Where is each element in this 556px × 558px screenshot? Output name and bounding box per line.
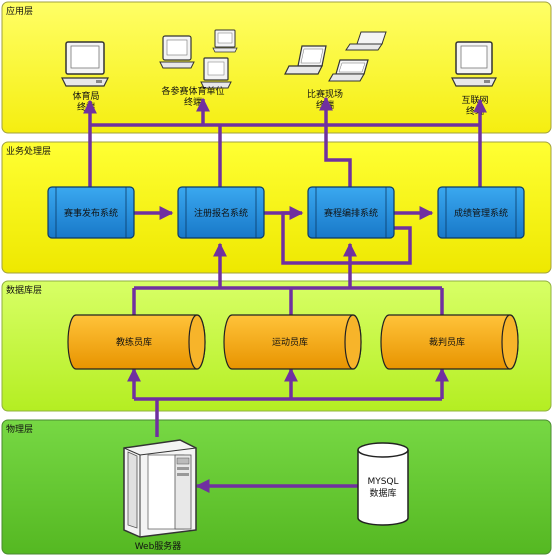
business-layer: 业务处理层 — [1, 141, 552, 274]
desktop-computer-icon — [61, 41, 109, 87]
system-label-publish: 赛事发布系统 — [64, 207, 118, 219]
connectors — [83, 96, 487, 493]
teams-terminal-sublabel: 终端 — [184, 96, 202, 108]
db-cylinder-coach: 教练员库 — [67, 314, 206, 370]
venue-terminal-label: 比赛现场 — [307, 88, 343, 100]
laptops-group-icon — [284, 31, 387, 82]
arrow-schedule-to-venue — [319, 96, 352, 187]
mysql-sublabel: 数据库 — [369, 487, 396, 499]
physical-layer-title: 物理层 — [6, 423, 33, 435]
desktop-computer-icon — [451, 41, 497, 87]
internet-terminal-label: 互联网 — [461, 95, 488, 106]
db-cylinder-referee: 裁判员库 — [380, 314, 519, 370]
mysql-label: MYSQL — [367, 477, 398, 487]
application-layer-title: 应用层 — [6, 5, 33, 17]
db-label-referee: 裁判员库 — [429, 336, 465, 348]
teams-terminal-label: 各参赛体育单位 — [161, 85, 224, 97]
db-label-coach: 教练员库 — [116, 336, 152, 348]
system-box-schedule: 赛程编排系统 — [307, 186, 395, 239]
gym-terminal-label: 体育局 — [72, 90, 99, 102]
mysql-db-icon — [357, 442, 409, 526]
server-icon — [123, 439, 197, 538]
application-layer: 应用层 — [1, 1, 552, 134]
system-box-register: 注册报名系统 — [177, 186, 265, 239]
business-layer-title: 业务处理层 — [6, 145, 51, 157]
system-box-publish: 赛事发布系统 — [47, 186, 135, 239]
system-label-scores: 成绩管理系统 — [454, 207, 508, 219]
gym-terminal-sublabel: 终端 — [77, 101, 95, 113]
computers-group-icon — [159, 29, 238, 89]
system-label-register: 注册报名系统 — [194, 207, 248, 219]
loop-scores-to-schedule — [281, 211, 412, 265]
database-layer-title: 数据库层 — [6, 284, 42, 296]
db-cylinder-athlete: 运动员库 — [223, 314, 362, 370]
system-label-schedule: 赛程编排系统 — [324, 207, 378, 219]
web-server-label: Web服务器 — [135, 540, 182, 552]
system-box-scores: 成绩管理系统 — [437, 186, 525, 239]
db-label-athlete: 运动员库 — [272, 336, 308, 348]
